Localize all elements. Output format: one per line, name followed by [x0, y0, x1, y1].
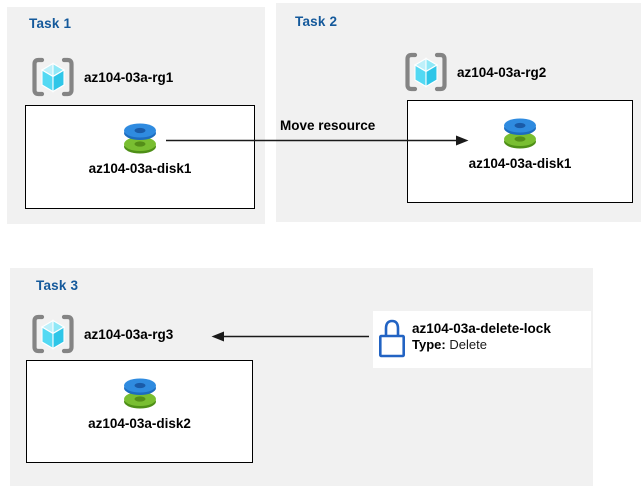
lock-name-label: az104-03a-delete-lock: [412, 321, 551, 336]
task3-resource-box: az104-03a-disk2: [26, 360, 253, 463]
resource-group-icon: [32, 314, 74, 354]
resource-group-label: az104-03a-rg2: [457, 64, 547, 80]
resource-group-label: az104-03a-rg1: [84, 69, 174, 85]
move-resource-label: Move resource: [280, 118, 376, 133]
lock-type-label: Type:: [412, 337, 446, 352]
task3-resource-group: az104-03a-rg3: [31, 314, 173, 354]
lock-type-line: Type: Delete: [412, 337, 551, 353]
lock-type-value: Delete: [449, 337, 487, 352]
disk-label: az104-03a-disk1: [468, 156, 572, 171]
task1-resource-group: az104-03a-rg1: [31, 57, 173, 97]
delete-lock-annotation: az104-03a-delete-lock Type: Delete: [373, 311, 591, 368]
task2-resource-box: az104-03a-disk1: [407, 100, 633, 203]
disk-icon: [500, 115, 540, 154]
task3-panel: Task 3 az104-03a-rg3: [10, 268, 593, 486]
task2-resource-group: az104-03a-rg2: [404, 52, 546, 92]
lock-text: az104-03a-delete-lock Type: Delete: [412, 311, 551, 353]
disk-icon: [120, 375, 160, 414]
resource-group-icon: [405, 52, 447, 92]
task1-title: Task 1: [29, 16, 72, 31]
disk-label: az104-03a-disk1: [88, 161, 192, 176]
task1-panel: Task 1 az104-03a-rg1: [7, 7, 265, 224]
disk-label: az104-03a-disk2: [88, 416, 191, 431]
resource-group-label: az104-03a-rg3: [84, 326, 174, 342]
task1-resource-box: az104-03a-disk1: [25, 105, 255, 209]
task2-title: Task 2: [295, 14, 338, 29]
disk-icon: [120, 120, 160, 159]
lock-icon: [378, 319, 405, 358]
task2-panel: Task 2 az104-03a-rg2: [276, 3, 641, 222]
task3-title: Task 3: [36, 278, 79, 293]
resource-group-icon: [32, 57, 74, 97]
